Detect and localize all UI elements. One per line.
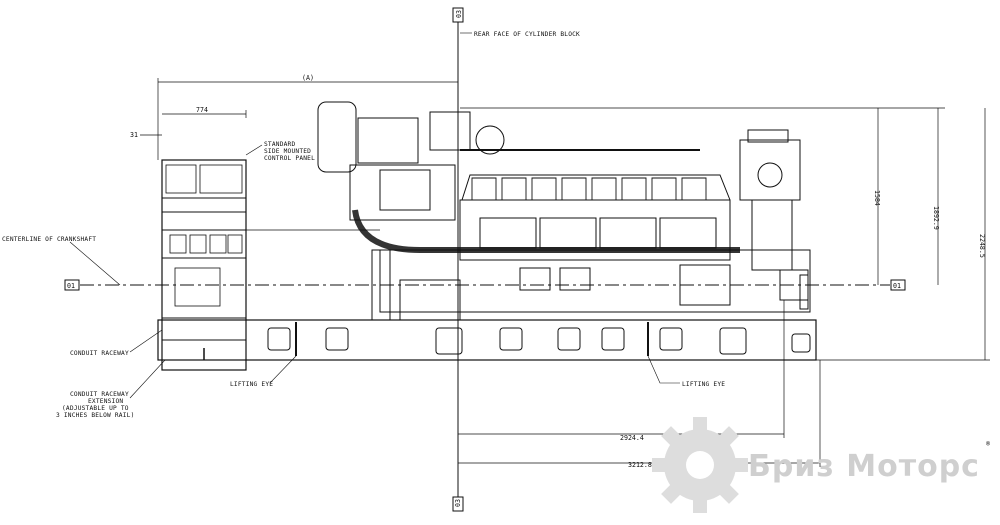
- dim-29244: 2924.4: [620, 434, 644, 442]
- tag-bottom: 03: [454, 499, 462, 507]
- label-rear-face: REAR FACE OF CYLINDER BLOCK: [474, 31, 580, 38]
- watermark-registered: ®: [986, 440, 990, 448]
- label-standard-2: SIDE MOUNTED: [264, 148, 311, 155]
- watermark-text: Бриз Моторс: [748, 449, 980, 484]
- label-standard-3: CONTROL PANEL: [264, 155, 315, 162]
- label-conduit-ext-3: (ADJUSTABLE UP TO: [62, 405, 129, 412]
- dim-1584: 1584: [873, 190, 881, 206]
- label-lifting-eye-right: LIFTING EYE: [682, 381, 725, 388]
- tag-left: 01: [67, 282, 75, 290]
- label-lifting-eye-left: LIFTING EYE: [230, 381, 273, 388]
- label-conduit-ext-2: EXTENSION: [88, 398, 123, 405]
- label-conduit-ext-1: CONDUIT RACEWAY: [70, 391, 129, 398]
- dim-774: 774: [196, 106, 208, 114]
- label-conduit-ext-4: 3 INCHES BELOW RAIL): [56, 412, 135, 419]
- dim-18929: 1892.9: [932, 206, 940, 230]
- dim-32128: 3212.8: [628, 461, 652, 469]
- tag-top: 03: [455, 10, 463, 18]
- tag-right: 01: [893, 282, 901, 290]
- dim-a: (A): [302, 74, 314, 82]
- label-standard-1: STANDARD: [264, 141, 295, 148]
- label-conduit-raceway: CONDUIT RACEWAY: [70, 350, 129, 357]
- dim-31: 31: [130, 131, 138, 139]
- label-centerline: CENTERLINE OF CRANKSHAFT: [2, 236, 96, 243]
- dim-22485: 2248.5: [978, 234, 986, 258]
